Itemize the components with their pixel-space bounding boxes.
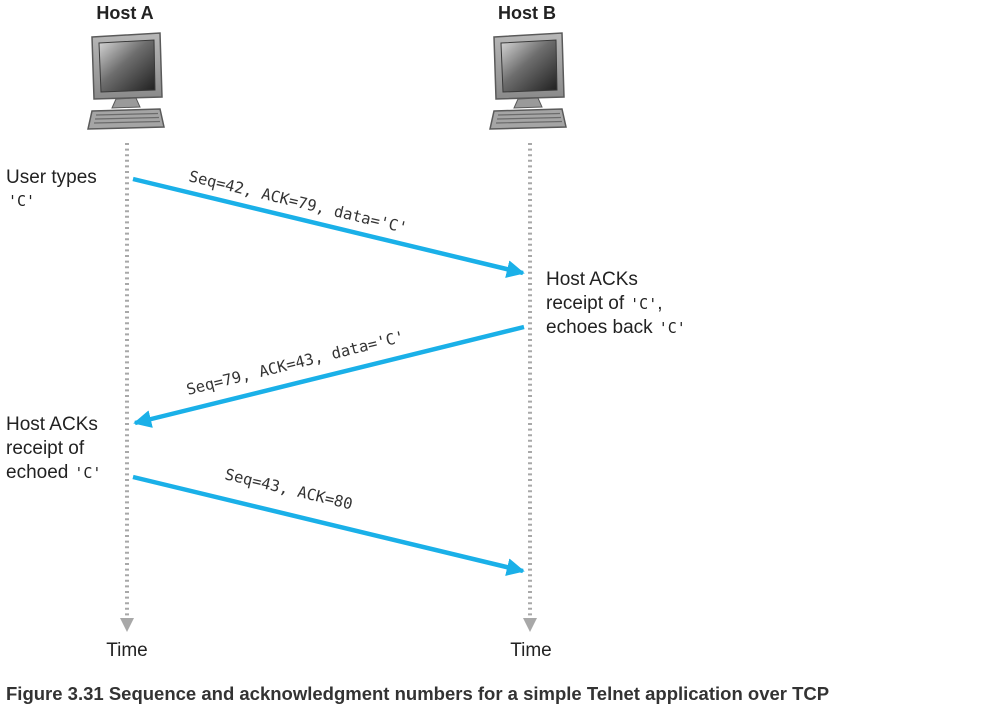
note-host-b-ack-punct2: , — [657, 293, 662, 314]
host-a-computer-icon — [87, 32, 165, 130]
note-user-types-code: 'C' — [8, 192, 35, 210]
host-b-label: Host B — [498, 3, 556, 23]
note-host-b-ack-code3: 'C' — [659, 319, 686, 337]
note-user-types: User types — [6, 167, 97, 188]
message-arrow-3 — [132, 474, 525, 576]
note-host-b-ack-line2-text: receipt of — [546, 293, 625, 314]
host-a-time-label: Time — [106, 640, 148, 661]
host-a-timeline-arrowhead — [120, 618, 134, 632]
note-host-a-ack-line2: receipt of — [6, 438, 85, 459]
note-host-b-ack-line2: receipt of 'C', — [546, 293, 663, 314]
message-label-3: Seq=43, ACK=80 — [223, 465, 354, 513]
note-host-b-ack-code2: 'C' — [630, 295, 657, 313]
note-host-b-ack-line1: Host ACKs — [546, 269, 638, 290]
host-b-time-label: Time — [510, 640, 552, 661]
note-host-a-ack-code: 'C' — [74, 464, 101, 482]
host-b-computer-icon — [489, 32, 567, 130]
note-host-a-ack-line3-text: echoed — [6, 462, 68, 483]
note-host-b-ack-line3: echoes back 'C' — [546, 317, 686, 338]
figure-caption: Figure 3.31 Sequence and acknowledgment … — [6, 683, 829, 704]
message-arrow-1 — [132, 176, 525, 278]
note-host-a-ack-line3: echoed 'C' — [6, 462, 101, 483]
note-host-a-ack-line1: Host ACKs — [6, 414, 98, 435]
note-host-b-ack-line3-text: echoes back — [546, 317, 653, 338]
message-arrow-2 — [133, 324, 525, 428]
host-a-label: Host A — [96, 3, 153, 23]
host-b-timeline-arrowhead — [523, 618, 537, 632]
